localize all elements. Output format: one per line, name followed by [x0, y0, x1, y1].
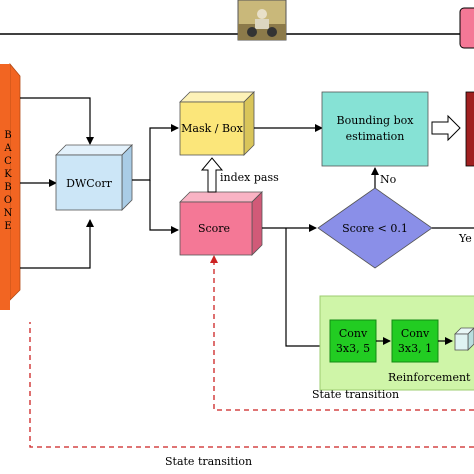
connector-dwcorr-fork [132, 124, 179, 181]
mask-box-label: Mask / Box [181, 122, 244, 135]
connector-score-rl [285, 228, 331, 350]
decision-diamond: Score < 0.1 [317, 187, 433, 269]
backbone-letter: K [4, 169, 12, 180]
yes-label: Ye [458, 232, 472, 245]
connector-dwcorr-score [149, 180, 179, 234]
input-frame-thumbnail [237, 0, 287, 41]
dwcorr-label: DWCorr [66, 177, 112, 190]
no-label: No [380, 173, 397, 186]
backbone-letter: B [4, 130, 11, 141]
index-pass-arrow [200, 157, 224, 193]
output-hollow-arrow [431, 114, 461, 142]
conv-block-2: Conv 3x3, 1 [391, 319, 439, 363]
dashed-state-transition-outer [29, 322, 474, 448]
backbone-letter: E [4, 221, 11, 232]
state-transition-outer-label: State transition [165, 455, 252, 468]
backbone-letter: B [4, 182, 11, 193]
conv1-line2: 3x3, 5 [336, 342, 370, 355]
score-block: Score [179, 191, 263, 256]
backbone-letter: C [4, 156, 12, 167]
bbox-estimation-block: Bounding box estimation [321, 91, 429, 167]
state-transition-inner-label: State transition [312, 388, 399, 401]
bbox-label-line2: estimation [346, 130, 405, 143]
output-cube [454, 327, 474, 351]
backbone-letter: N [4, 208, 13, 219]
rl-label: Reinforcement lea [388, 371, 474, 384]
backbone-letter: O [4, 195, 12, 206]
conv-block-1: Conv 3x3, 5 [329, 319, 377, 363]
backbone-block [0, 62, 21, 310]
conv2-line2: 3x3, 1 [398, 342, 432, 355]
connector-backbone-top [20, 97, 94, 145]
backbone-letter: A [3, 143, 12, 154]
mask-box-block: Mask / Box [179, 91, 255, 156]
top-right-box [459, 7, 474, 49]
decision-label: Score < 0.1 [342, 222, 408, 235]
dwcorr-box: DWCorr [55, 144, 133, 211]
conv2-line1: Conv [401, 327, 430, 340]
index-pass-label: index pass [220, 171, 279, 184]
dashed-state-transition-inner [210, 255, 474, 411]
bbox-label-line1: Bounding box [337, 114, 415, 127]
connector-backbone-bottom [20, 219, 94, 269]
output-result-box [465, 91, 474, 167]
score-label: Score [198, 222, 230, 235]
conv1-line1: Conv [339, 327, 368, 340]
